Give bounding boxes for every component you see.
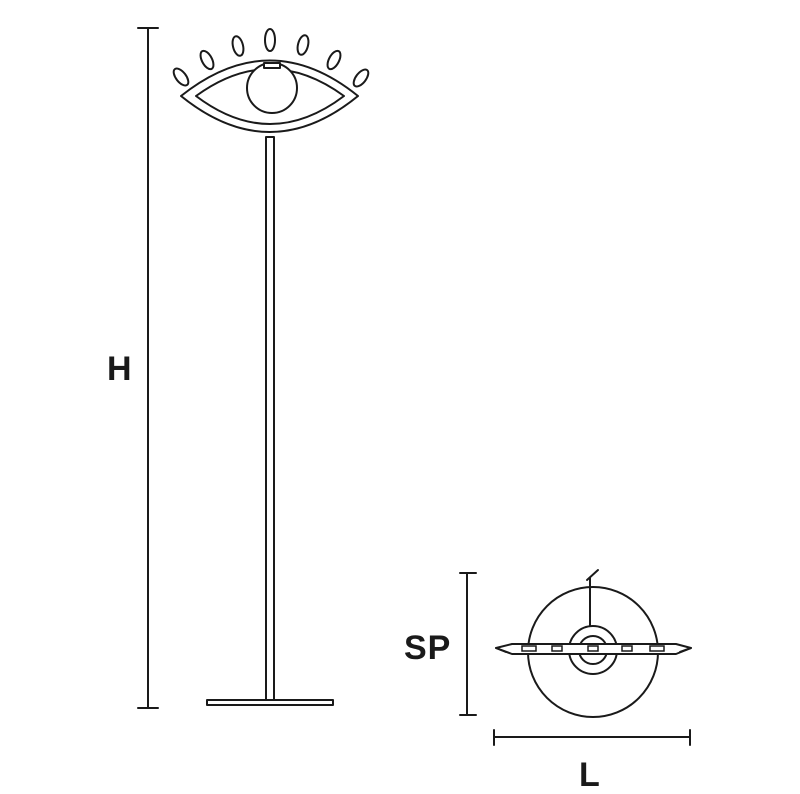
lash-slot	[587, 645, 599, 652]
lamp-stem	[265, 136, 275, 701]
lamp-base	[206, 699, 334, 706]
lash-slot	[621, 645, 633, 652]
eyelash	[352, 68, 370, 88]
length-label: L	[579, 756, 600, 794]
lash-slot	[521, 645, 537, 652]
depth-label: SP	[404, 629, 452, 667]
depth-dimension	[459, 572, 477, 716]
length-dimension	[493, 729, 691, 746]
eyelash	[199, 49, 215, 71]
frame-end-right	[679, 647, 692, 653]
eyelash	[326, 49, 342, 71]
lamp-top-view	[495, 569, 692, 718]
lash-slot	[649, 645, 665, 652]
stem-tip-top-view	[586, 569, 599, 581]
lash-slot	[551, 645, 563, 652]
frame-end-left	[495, 647, 507, 653]
height-dimension	[137, 27, 159, 709]
eyelashes	[172, 28, 370, 88]
lamp-side-view	[172, 28, 370, 706]
bulb-socket	[263, 62, 281, 69]
eyelash	[172, 67, 190, 87]
eyelash	[264, 28, 276, 52]
height-label: H	[107, 350, 132, 388]
eyelash	[296, 34, 310, 56]
bulb-globe	[246, 62, 298, 114]
eye-frame-inner	[195, 68, 345, 125]
eyelash	[231, 35, 245, 57]
